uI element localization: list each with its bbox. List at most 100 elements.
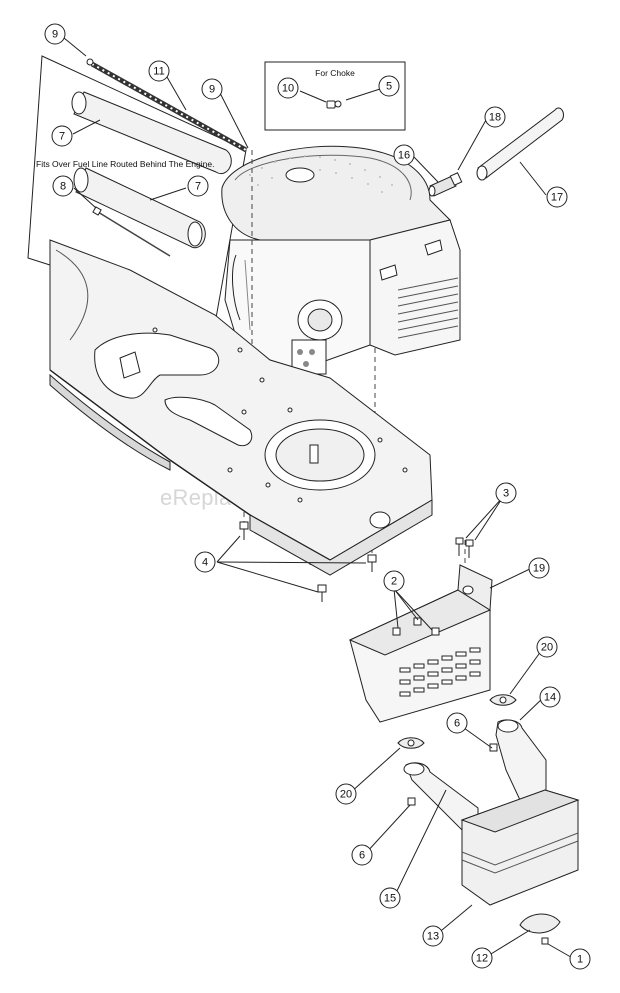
callout-number: 9 <box>209 84 215 96</box>
callout-circle <box>539 686 561 708</box>
callout-number: 19 <box>533 563 545 575</box>
callout-number: 12 <box>476 953 488 965</box>
bolt-part <box>317 584 327 602</box>
callout-circle <box>495 482 517 504</box>
callout-c11: 11 <box>148 60 170 82</box>
heat-shield <box>348 537 493 723</box>
chassis-frame <box>49 239 433 576</box>
callout-circle <box>51 125 73 147</box>
callout-c20a: 20 <box>536 636 558 658</box>
callout-circle <box>187 175 209 197</box>
callout-number: 11 <box>153 66 164 78</box>
frame-bolts <box>239 521 377 602</box>
callout-number: 2 <box>391 576 397 588</box>
callout-c5: 5 <box>378 75 400 97</box>
fuel-hose-part <box>476 107 564 181</box>
cooling-fins <box>397 277 459 339</box>
sleeve-part-upper <box>71 91 232 175</box>
fuel-filter-assembly <box>428 107 564 197</box>
gaskets <box>397 694 517 749</box>
callout-circle <box>379 887 401 909</box>
callout-c1: 1 <box>569 948 591 970</box>
bolt-part <box>239 521 249 540</box>
callout-circle <box>201 78 223 100</box>
callout-c6a: 6 <box>446 712 468 734</box>
callout-c4: 4 <box>194 551 216 573</box>
callout-c9b: 9 <box>201 78 223 100</box>
callout-number: 17 <box>551 192 563 204</box>
callout-circle <box>546 186 568 208</box>
callout-circle <box>335 783 357 805</box>
callout-number: 6 <box>454 718 460 730</box>
callout-c6b: 6 <box>351 844 373 866</box>
callout-number: 10 <box>282 83 294 95</box>
callout-c12: 12 <box>471 947 493 969</box>
fuel-line-part <box>90 61 248 153</box>
frame-cutout-2 <box>164 396 253 447</box>
callout-circle <box>422 925 444 947</box>
callout-c20b: 20 <box>335 783 357 805</box>
callout-number: 20 <box>541 642 553 654</box>
callout-c10: 10 <box>277 77 299 99</box>
callout-c3: 3 <box>495 482 517 504</box>
fuel-cap <box>285 167 315 183</box>
callout-number: 8 <box>60 181 66 193</box>
callout-number: 18 <box>489 112 501 124</box>
callout-number: 5 <box>386 81 392 93</box>
callout-number: 6 <box>359 850 365 862</box>
muffler-nut-left <box>407 797 416 806</box>
fuel-line-thin <box>92 206 171 257</box>
shield-bracket <box>457 564 493 611</box>
callout-number: 16 <box>398 150 410 162</box>
callout-circle <box>378 75 400 97</box>
callout-circle <box>569 948 591 970</box>
spark-deflector <box>519 913 561 934</box>
callout-c7a: 7 <box>51 125 73 147</box>
callout-c7b: 7 <box>187 175 209 197</box>
callout-circle <box>148 60 170 82</box>
callout-number: 14 <box>544 692 556 704</box>
filter-clamp-part <box>449 172 463 186</box>
callout-c8: 8 <box>52 175 74 197</box>
callout-circle <box>351 844 373 866</box>
callout-c13: 13 <box>422 925 444 947</box>
shield-bolts <box>455 537 474 558</box>
mount-bolt <box>309 444 319 464</box>
callout-c2: 2 <box>383 570 405 592</box>
callout-number: 13 <box>427 931 439 943</box>
callout-circle <box>44 23 66 45</box>
callout-number: 7 <box>59 131 65 143</box>
callout-circle <box>52 175 74 197</box>
choke-note: For Choke <box>315 68 355 78</box>
sleeve-part-lower <box>73 167 206 249</box>
callout-circle <box>528 557 550 579</box>
leader-lines <box>63 37 577 961</box>
callout-circle <box>471 947 493 969</box>
callout-circle <box>536 636 558 658</box>
callout-circle <box>446 712 468 734</box>
callout-number: 20 <box>340 789 352 801</box>
frame-front-face <box>249 499 433 576</box>
callout-c15: 15 <box>379 887 401 909</box>
callout-c14: 14 <box>539 686 561 708</box>
engine <box>221 145 461 375</box>
fuel-line-inset <box>27 55 248 319</box>
bolt-part <box>367 554 377 572</box>
callout-circle <box>383 570 405 592</box>
callout-circle <box>484 106 506 128</box>
fuel-line-note: Fits Over Fuel Line Routed Behind The En… <box>36 159 214 169</box>
shield-nuts <box>392 617 440 636</box>
callout-circle <box>393 144 415 166</box>
callout-c16: 16 <box>393 144 415 166</box>
callout-circle <box>277 77 299 99</box>
callout-number: 4 <box>202 557 208 569</box>
callout-number: 3 <box>503 488 509 500</box>
deflector-screw <box>541 937 549 945</box>
callout-number: 15 <box>384 893 396 905</box>
callout-c18: 18 <box>484 106 506 128</box>
choke-parts <box>326 100 342 109</box>
callout-c17: 17 <box>546 186 568 208</box>
